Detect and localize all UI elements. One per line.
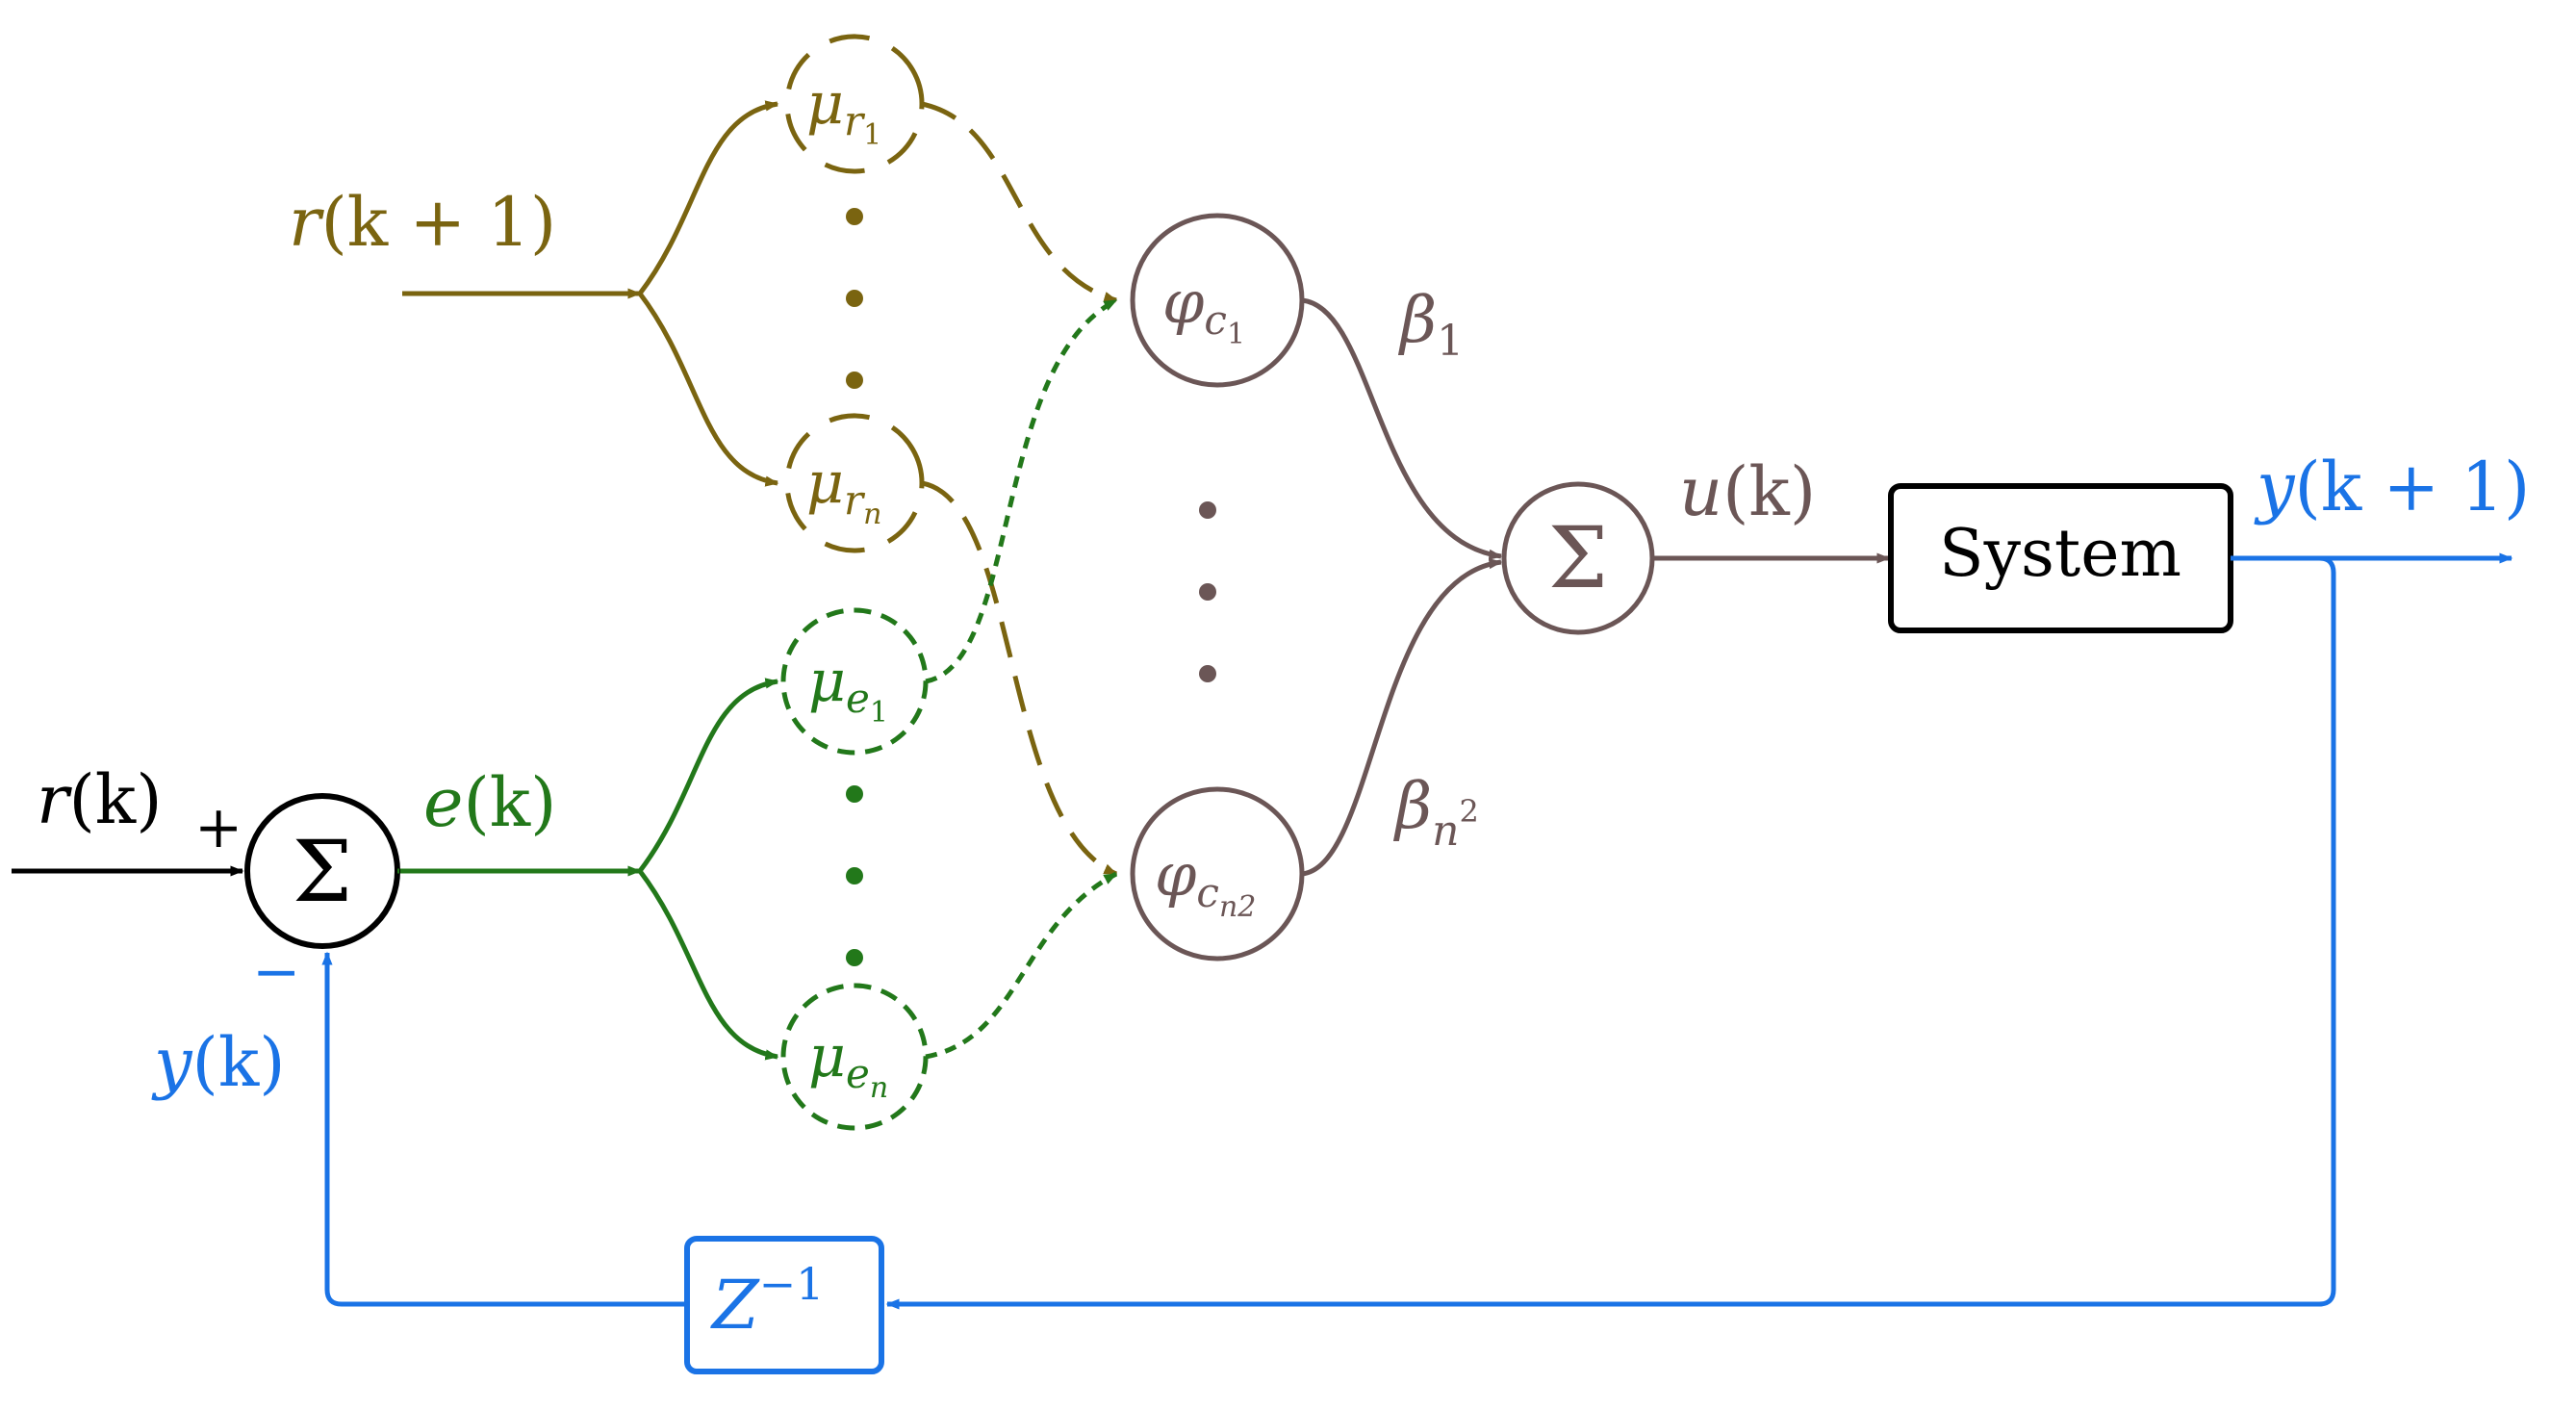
error-split-lower <box>638 869 779 1061</box>
rule-ellipsis <box>1199 501 1216 682</box>
phi-cn2-to-output-sum <box>1301 558 1503 877</box>
mu-r1-sub: r <box>844 97 866 144</box>
delay-label: Z−1 <box>710 1258 824 1345</box>
phi-c1-to-output-sum <box>1301 297 1503 560</box>
reference-next-label: r(k + 1) <box>289 183 556 262</box>
svg-text:μr1: μr1 <box>806 70 881 152</box>
mu-en-subsub: n <box>870 1071 888 1105</box>
rule-layer <box>1130 213 1891 961</box>
delay-block <box>684 1236 884 1374</box>
feedback-to-delay <box>885 555 2336 1310</box>
mu-r1-base: μ <box>806 70 844 138</box>
control-label: u(k) <box>1679 452 1816 531</box>
error-branch <box>399 297 1118 1061</box>
delay-to-input-sum <box>321 951 685 1307</box>
mu-rn-subsub: n <box>863 498 881 531</box>
mu-e1-subsub: 1 <box>870 696 888 730</box>
beta-n2-label: βn2 <box>1392 769 1479 856</box>
mu-en-to-phi-cn2-dotted <box>925 871 1118 1060</box>
reference-branch <box>402 100 1118 877</box>
mu-en-node: μen <box>780 983 929 1131</box>
svg-text:μe1: μe1 <box>808 648 888 730</box>
mu-en-sub: e <box>846 1050 870 1097</box>
error-label: e(k) <box>423 763 556 842</box>
mu-r1-subsub: 1 <box>863 118 881 152</box>
input-sum-symbol: Σ <box>293 822 352 921</box>
mu-e1-to-phi-c1-dotted <box>925 297 1118 684</box>
mu-e1-node: μe1 <box>780 607 929 756</box>
system-label: System <box>1939 516 2181 592</box>
plus-sign: + <box>194 794 242 861</box>
mu-r-ellipsis <box>846 208 863 389</box>
input-summing-junction: Σ <box>12 793 400 949</box>
phi-c1-label: φc1 <box>1162 267 1245 351</box>
mu-rn-to-phi-cn2-dashed <box>921 480 1118 877</box>
output-sum-symbol: Σ <box>1548 508 1608 607</box>
reference-label: r(k) <box>37 760 163 839</box>
reference-split-lower <box>638 292 779 487</box>
beta-1-label: β1 <box>1397 283 1464 366</box>
svg-text:μen: μen <box>808 1023 888 1105</box>
mu-r1-to-phi-c1-dashed <box>921 101 1118 303</box>
mu-rn-base: μ <box>806 449 844 517</box>
output-label: y(k) <box>151 1023 286 1102</box>
phi-cn2-label: φcn2 <box>1155 839 1256 924</box>
mu-rn-node: μrn <box>784 413 925 553</box>
output-next-label: y(k + 1) <box>2254 448 2530 526</box>
mu-e1-sub: e <box>846 675 870 722</box>
mu-e1-base: μ <box>808 648 846 715</box>
reference-split-upper <box>638 100 779 295</box>
mu-en-base: μ <box>808 1023 846 1090</box>
mu-r1-node: μr1 <box>784 34 925 174</box>
feedback-path <box>321 552 2513 1310</box>
minus-sign: − <box>252 938 300 1006</box>
mu-rn-sub: r <box>844 476 866 524</box>
error-split-upper <box>638 678 779 873</box>
mu-e-ellipsis <box>846 785 863 966</box>
svg-text:μrn: μrn <box>806 449 881 531</box>
